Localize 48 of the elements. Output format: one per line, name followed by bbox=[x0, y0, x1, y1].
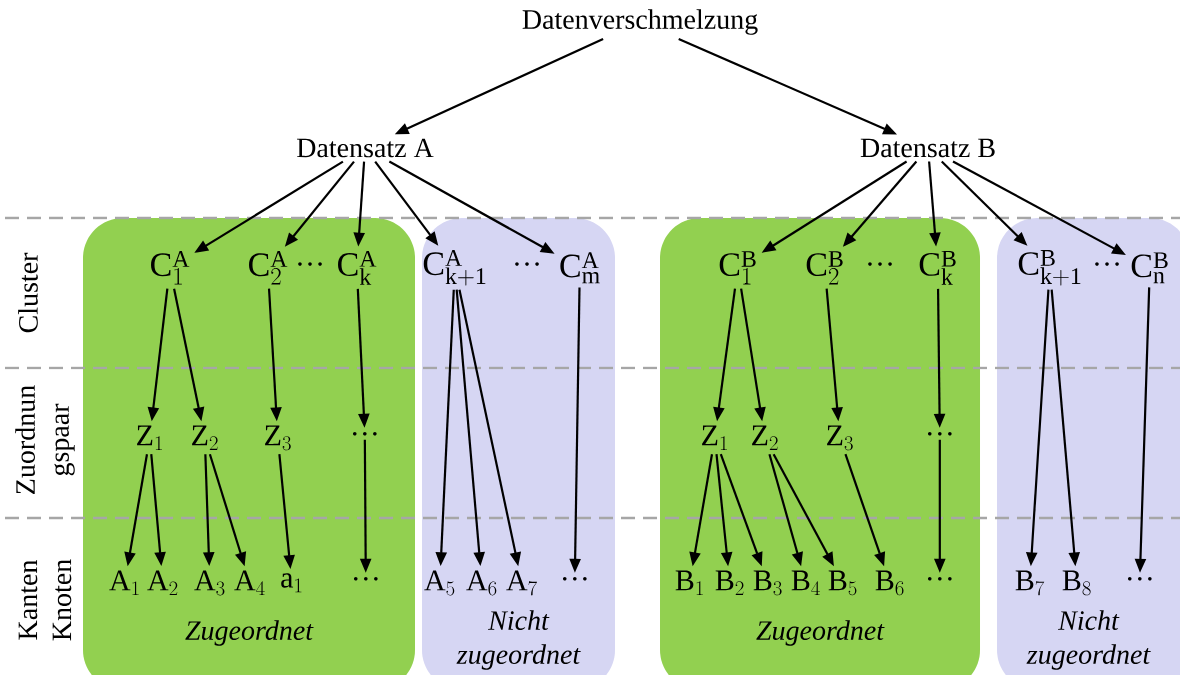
symbol-label: $\mathrm{B}_{4}$ bbox=[791, 570, 820, 595]
symbol-label: $\mathrm{Z}_{2}$ bbox=[752, 425, 778, 450]
symbol-label: $\mathrm{A}_{2}$ bbox=[147, 570, 178, 596]
symbol-label: $\mathrm{C}^{\mathrm{B}}_{\mathrm{n}}$ bbox=[1131, 252, 1168, 284]
symbol-label: $\mathrm{A}_{7}$ bbox=[506, 570, 537, 596]
symbol-label: $\mathrm{A}_{1}$ bbox=[109, 570, 139, 596]
node-label: Datenverschmelzung bbox=[522, 9, 758, 35]
node-label: Datensatz A bbox=[297, 138, 434, 158]
symbol-label: $\mathrm{C}^{\mathrm{A}}_{\mathrm{k+1}}$ bbox=[423, 250, 486, 286]
node-label: … bbox=[354, 577, 378, 581]
symbol-label: $\mathrm{B}_{5}$ bbox=[828, 570, 857, 596]
node-label: … bbox=[353, 432, 377, 436]
symbol-label: $\mathrm{B}_{1}$ bbox=[675, 570, 703, 595]
symbol-label: $\mathrm{C}^{\mathrm{A}}_{\mathrm{m}}$ bbox=[560, 252, 600, 284]
symbol-label: $\mathrm{A}_{5}$ bbox=[424, 570, 455, 596]
symbol-label: $\mathrm{C}^{\mathrm{B}}_{\mathrm{k}}$ bbox=[919, 250, 956, 285]
symbol-label: $\mathrm{B}_{7}$ bbox=[1015, 570, 1045, 596]
symbol-label: $\mathrm{Z}_{3}$ bbox=[265, 425, 291, 451]
row-label: Zuordnun gspaar bbox=[15, 385, 75, 494]
row-label: Cluster bbox=[18, 252, 38, 333]
symbol-label: $\mathrm{C}^{\mathrm{A}}_{\mathrm{k}}$ bbox=[338, 250, 377, 285]
symbol-label: $\mathrm{A}_{4}$ bbox=[234, 570, 265, 596]
symbol-label: $\mathrm{a}_{1}$ bbox=[281, 573, 302, 593]
symbol-label: $\mathrm{C}^{\mathrm{B}}_{2}$ bbox=[806, 251, 843, 285]
node-label: … bbox=[563, 577, 587, 581]
symbol-label: $\mathrm{C}^{\mathrm{A}}_{1}$ bbox=[151, 251, 190, 285]
symbol-label: $\mathrm{Z}_{1}$ bbox=[702, 425, 727, 450]
symbol-label: $\mathrm{A}_{3}$ bbox=[194, 570, 225, 596]
symbol-label: $\mathrm{A}_{6}$ bbox=[466, 570, 497, 596]
symbol-label: $\mathrm{B}_{8}$ bbox=[1062, 570, 1091, 596]
symbol-label: $\mathrm{C}^{\mathrm{B}}_{\mathrm{k+1}}$ bbox=[1018, 250, 1081, 286]
symbol-label: $\mathrm{Z}_{3}$ bbox=[827, 425, 853, 451]
ellipsis: … bbox=[298, 262, 322, 266]
row-label: Kanten Knoten bbox=[18, 559, 72, 641]
symbol-label: $\mathrm{B}_{6}$ bbox=[875, 570, 904, 596]
node-label: Datensatz B bbox=[860, 138, 995, 158]
node-label: … bbox=[1128, 577, 1152, 581]
symbol-label: $\mathrm{B}_{2}$ bbox=[715, 570, 744, 595]
node-label: … bbox=[928, 577, 952, 581]
symbol-label: $\mathrm{C}^{\mathrm{B}}_{1}$ bbox=[719, 251, 756, 285]
symbol-label: $\mathrm{B}_{3}$ bbox=[753, 570, 782, 596]
ellipsis: … bbox=[515, 262, 539, 266]
symbol-label: $\mathrm{C}^{\mathrm{A}}_{2}$ bbox=[249, 251, 288, 285]
ellipsis: … bbox=[1095, 262, 1119, 266]
symbol-label: $\mathrm{Z}_{2}$ bbox=[192, 425, 218, 450]
symbol-label: $\mathrm{Z}_{1}$ bbox=[137, 425, 162, 450]
ellipsis: … bbox=[868, 262, 892, 266]
node-label: … bbox=[928, 432, 952, 436]
